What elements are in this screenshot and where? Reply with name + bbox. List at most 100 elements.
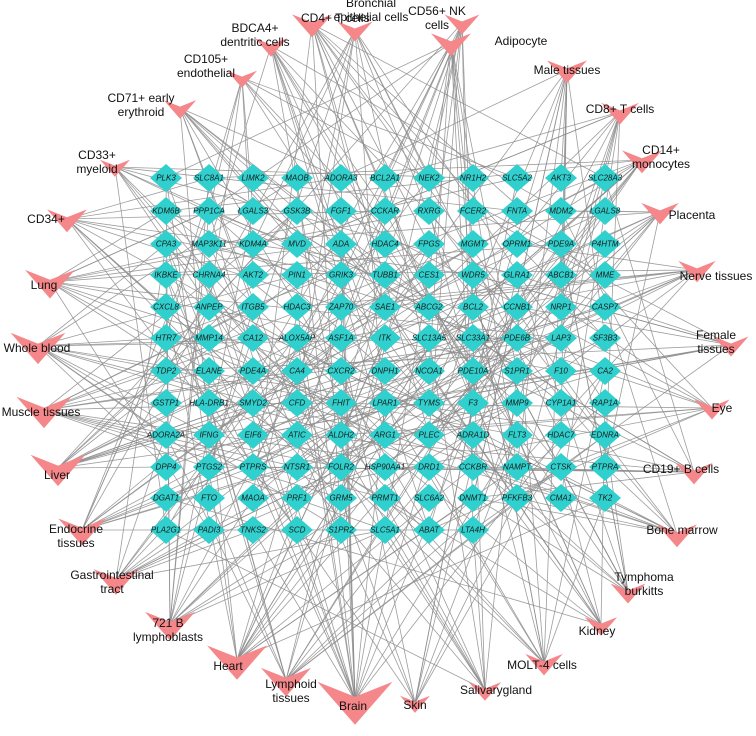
gene-diamond [150,516,182,544]
gene-node: SMYD2 [237,389,269,417]
network-edge [165,274,287,681]
gene-diamond [413,357,445,385]
gene-label: PTPRA [592,463,619,472]
network-edge [81,210,210,531]
gene-label: SLC28A3 [588,174,623,183]
gene-label: PLEC [419,431,440,440]
gene-node: NTSR1 [281,453,313,481]
tissue-label: Liver [44,468,70,482]
gene-node: S1PR1 [501,357,533,385]
network-edge [165,274,356,701]
gene-diamond [545,484,577,512]
gene-label: SF3B3 [593,334,618,343]
gene-node: DGAT1 [150,484,182,512]
gene-node: IFNG [193,421,225,449]
tissue-label: Lung [31,278,58,292]
gene-label: KDM4A [239,240,267,249]
gene-diamond [281,261,313,289]
network-edge [428,466,545,664]
gene-diamond [193,516,225,544]
gene-label: CES1 [419,271,440,280]
gene-diamond [150,453,182,481]
tissue-node-shape [93,569,139,595]
gene-node: LIMK2 [237,164,269,192]
gene-diamond [237,197,269,225]
tissue-label: MOLT-4 cells [507,658,577,672]
gene-node: CXCL8 [150,293,182,321]
gene-diamond [501,261,533,289]
gene-label: SLC13A5 [412,334,447,343]
gene-label: PRMT1 [371,494,398,503]
gene-node: CPA3 [150,230,182,258]
gene-diamond [501,389,533,417]
network-edge [414,497,518,704]
gene-node: NRP1 [545,293,577,321]
gene-node: ADORA2A [146,421,185,449]
gene-node: ALDH2 [325,421,357,449]
gene-diamond [545,324,577,352]
tissue-node-shape [47,209,87,233]
network-edge [169,274,562,625]
tissue-node-shape [227,70,257,88]
gene-label: DPP4 [156,463,177,472]
network-edge [516,497,678,535]
gene-node: AKT3 [545,164,577,192]
network-edge [165,243,545,664]
gene-label: PTGS2 [196,463,223,472]
network-edge [252,42,452,468]
gene-label: HTR7 [156,334,177,343]
gene-node: FPGS [413,230,445,258]
gene-node: SLC5A2 [501,164,533,192]
network-edge [560,111,621,372]
network-edge [516,159,643,308]
network-edge [560,243,629,593]
network-edge [208,274,356,701]
network-edge [37,345,518,436]
network-edge [81,370,430,531]
gene-diamond [325,230,357,258]
gene-diamond [369,453,401,481]
gene-node: MMP14 [193,324,225,352]
gene-label: IKBKE [154,271,178,280]
gene-diamond [457,389,489,417]
gene-node: SLC33A1 [456,324,490,352]
gene-label: HSP90AA1 [365,463,405,472]
tissue-label: CD34+ [27,212,65,226]
gene-node: NCOA1 [413,357,445,385]
network-edge [543,497,606,664]
gene-diamond [150,230,182,258]
gene-diamond [501,357,533,385]
network-edge [354,274,430,701]
tissue-label: CD105+endothelial [177,52,235,80]
gene-diamond [237,324,269,352]
gene-label: ASF1A [327,334,353,343]
network-edge [165,434,287,681]
gene-diamond [369,293,401,321]
network-edge [566,69,606,339]
gene-diamond [193,197,225,225]
tissue-label: Heart [213,659,243,673]
gene-label: DNMT1 [459,494,487,503]
network-edge [296,22,463,436]
gene-label: EIF6 [245,431,262,440]
network-edge [384,497,545,664]
network-edge [311,23,606,179]
gene-label: ALDH2 [327,431,354,440]
gene-diamond [501,230,533,258]
gene-diamond [193,261,225,289]
gene-node: KDM6B [150,197,182,225]
gene-node: AKT2 [237,261,269,289]
gene-diamond [457,421,489,449]
network-edge [236,243,606,661]
gene-diamond [457,516,489,544]
network-edge [384,111,621,179]
gene-label: CHRNA4 [193,271,226,280]
network-edge [340,407,713,436]
gene-node: DPP4 [150,453,182,481]
gene-diamond [457,453,489,481]
network-edge [270,45,386,436]
gene-diamond [150,261,182,289]
gene-diamond [545,164,577,192]
tissue-label: Whole blood [4,341,71,355]
